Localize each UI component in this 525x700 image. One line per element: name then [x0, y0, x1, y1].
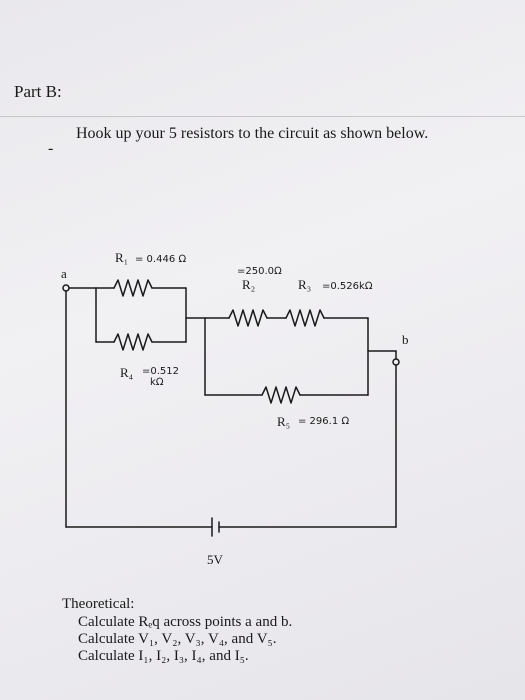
task-item: Calculate V₁, V₂, V₃, V₄, and V₅.	[78, 631, 277, 647]
r5-value: = 296.1 Ω	[298, 416, 349, 427]
part-heading: Part B:	[14, 82, 62, 101]
r3-label: R₃	[298, 277, 311, 292]
r2-label: R₂	[242, 277, 255, 292]
resistor-r3	[285, 309, 325, 327]
r3-value: =0.526kΩ	[322, 281, 373, 292]
resistor-r5	[261, 386, 301, 404]
theoretical-heading: Theoretical:	[62, 596, 135, 612]
divider-line	[0, 116, 525, 117]
r1-label: R₁	[115, 250, 128, 265]
task-item: Calculate Rₑq across points a and b.	[78, 614, 293, 630]
task-item: Calculate I₁, I₂, I₃, I₄, and I₅.	[78, 648, 249, 664]
terminal-a	[62, 284, 70, 292]
resistor-r2	[228, 309, 268, 327]
instruction-text: Hook up your 5 resistors to the circuit …	[76, 125, 429, 142]
node-b-label: b	[402, 332, 409, 347]
resistor-r4	[113, 333, 153, 351]
r1-value: = 0.446 Ω	[135, 254, 186, 265]
bullet-dash: -	[48, 140, 54, 157]
r5-label: R₅	[277, 414, 290, 429]
node-a-label: a	[61, 266, 67, 281]
r2-value: =250.0Ω	[237, 266, 282, 277]
task-list: Calculate Rₑq across points a and b. Cal…	[78, 614, 292, 665]
resistor-r1	[113, 279, 153, 297]
r4-value-line2: kΩ	[150, 377, 164, 388]
r4-label: R₄	[120, 365, 134, 380]
terminal-b	[392, 358, 400, 366]
r4-value-line1: =0.512	[142, 366, 179, 377]
source-label: 5V	[207, 552, 224, 567]
